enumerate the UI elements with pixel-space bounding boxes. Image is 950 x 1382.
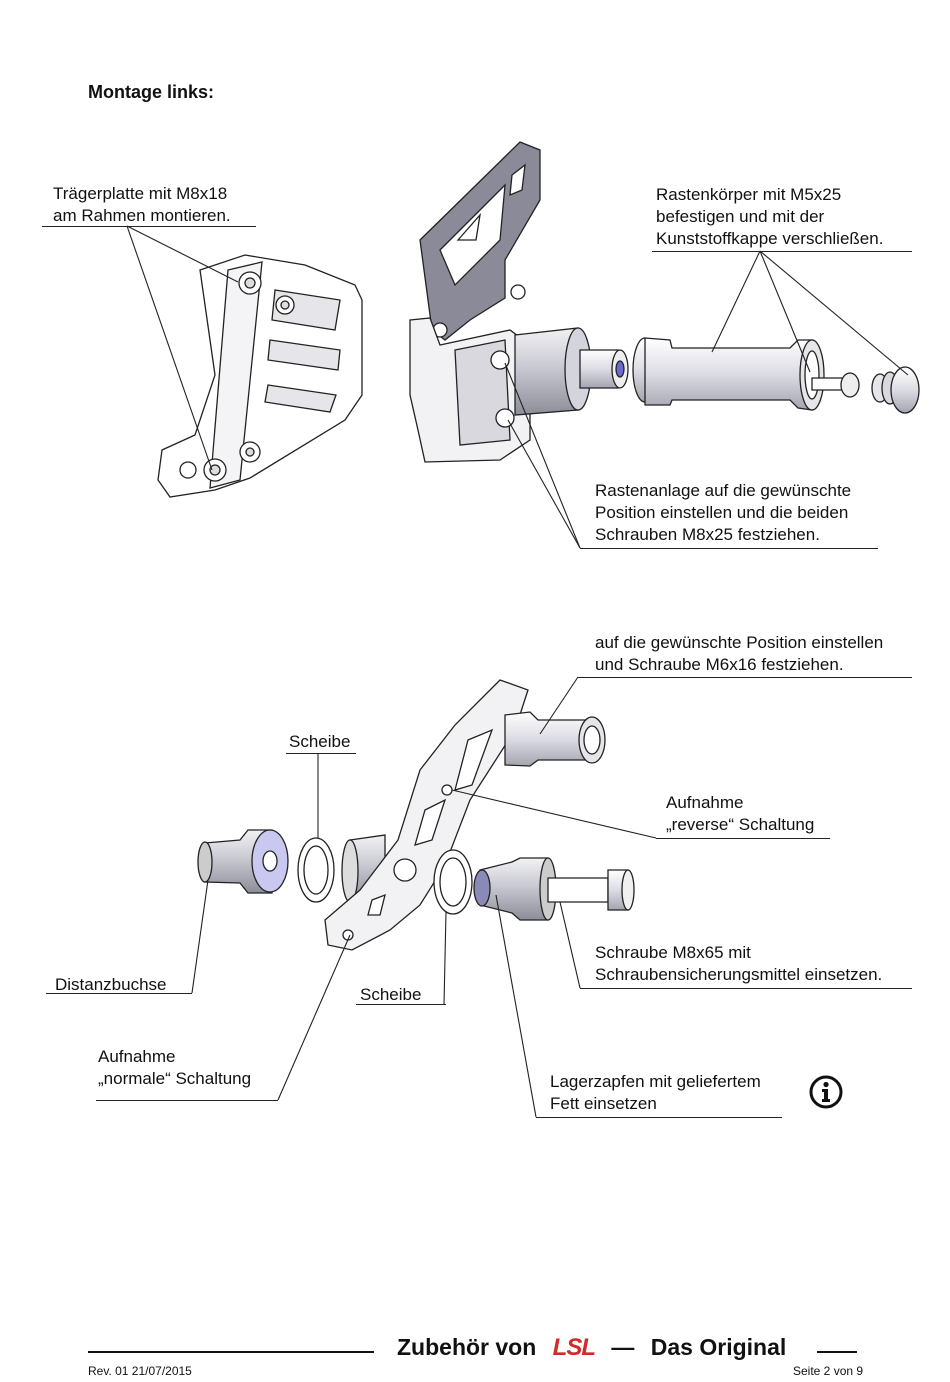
footer-slogan: Zubehör von LSL — Das Original	[397, 1334, 786, 1362]
callout-aufnahme-reverse: Aufnahme „reverse“ Schaltung	[666, 793, 815, 834]
rest-body	[632, 337, 825, 411]
callout-distanzbuchse: Distanzbuchse	[55, 975, 167, 994]
footer-page-number: Seite 2 von 9	[793, 1364, 864, 1378]
rest-bracket	[409, 317, 531, 463]
callout-lagerzapfen: Lagerzapfen mit geliefertem Fett einsetz…	[550, 1072, 761, 1113]
callout-rastenkoerper: Rastenkörper mit M5x25 befestigen und mi…	[656, 185, 884, 248]
footer-rule-left	[88, 1351, 374, 1353]
callout-underline	[286, 753, 356, 754]
callout-underline	[652, 251, 912, 252]
callout-underline	[536, 1117, 782, 1118]
leader-lines	[126, 225, 909, 1118]
callout-underline	[580, 548, 878, 549]
footer-prefix: Zubehör von	[397, 1334, 537, 1360]
callout-underline	[656, 838, 830, 839]
callout-underline	[356, 1004, 446, 1005]
callout-rastenanlage: Rastenanlage auf die gewünschte Position…	[595, 481, 852, 544]
footer-revision: Rev. 01 21/07/2015	[88, 1364, 192, 1378]
callout-schraube-m8x65: Schraube M8x65 mit Schraubensicherungsmi…	[595, 943, 883, 984]
bearing-pin	[473, 857, 557, 921]
shift-lever	[324, 679, 529, 951]
callout-underline	[46, 993, 192, 994]
callout-underline	[42, 226, 256, 227]
callout-underline	[96, 1100, 278, 1101]
callout-aufnahme-normale: Aufnahme „normale“ Schaltung	[98, 1047, 252, 1088]
callout-scheibe-top: Scheibe	[289, 732, 351, 751]
callout-position-m6: auf die gewünschte Position einstellen u…	[595, 633, 884, 674]
footer-dash: —	[611, 1334, 635, 1360]
distance-bushing	[197, 829, 289, 894]
washer-top	[297, 837, 335, 903]
callout-underline	[580, 988, 912, 989]
plastic-cap	[871, 366, 920, 414]
screw-m5x25	[811, 372, 860, 398]
brand-logo: LSL	[552, 1334, 596, 1361]
page-heading: Montage links:	[88, 82, 215, 102]
footer-rule-right	[817, 1351, 857, 1353]
washer-bottom	[433, 849, 473, 915]
rest-shaft	[514, 327, 629, 416]
callout-underline	[578, 677, 912, 678]
info-icon	[809, 1075, 843, 1109]
callout-traegerplatte: Trägerplatte mit M8x18 am Rahmen montier…	[53, 184, 231, 225]
screw-m8x65	[547, 869, 635, 911]
sprocket-cover-plate	[419, 141, 541, 341]
footer-suffix: Das Original	[650, 1334, 787, 1360]
callout-scheibe-bottom: Scheibe	[360, 985, 422, 1004]
lever-top-bushing	[504, 711, 606, 767]
carrier-plate-left	[157, 254, 363, 498]
